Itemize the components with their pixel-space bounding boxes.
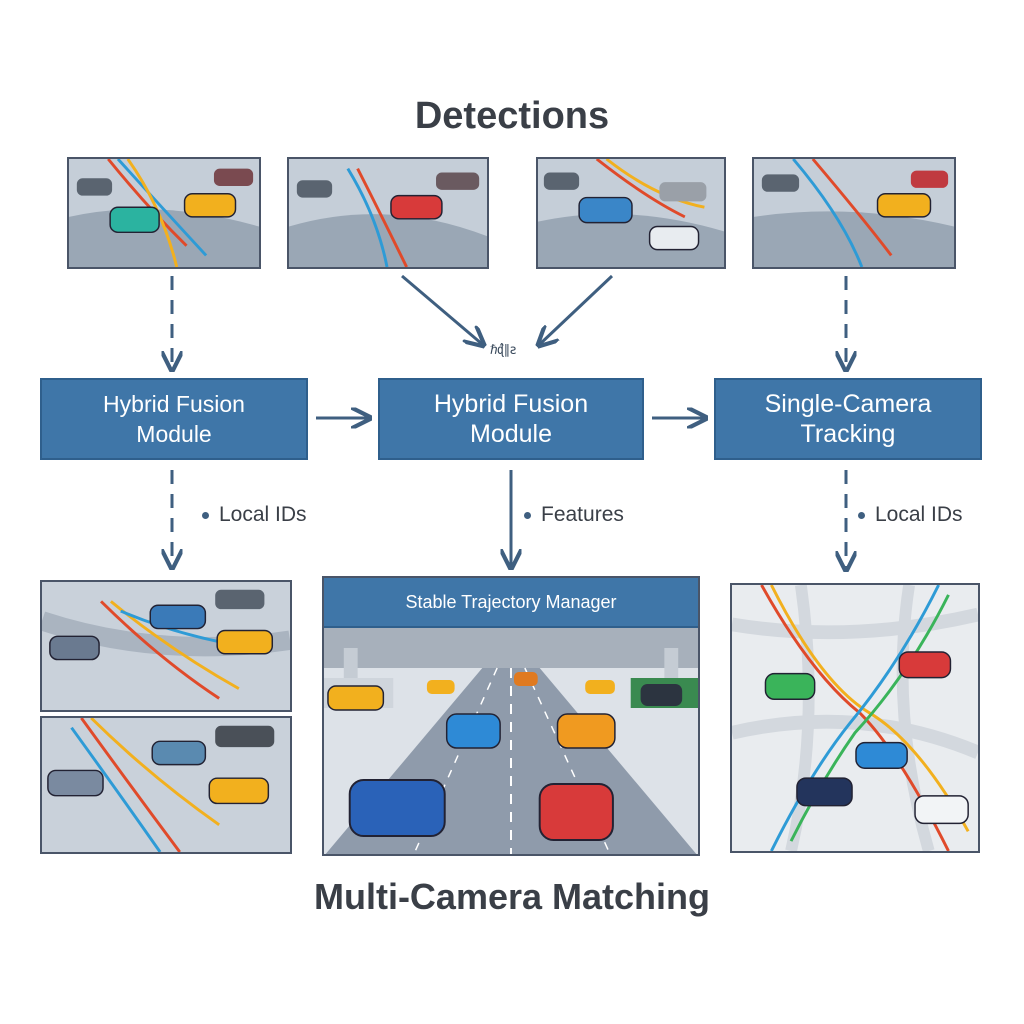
diagram-title: Detections (414, 95, 610, 137)
diagram-footer-title: Multi-Camera Matching (313, 876, 711, 917)
camera-scene-3 (538, 159, 724, 267)
arrow-down-icon (401, 274, 482, 344)
stable-trajectory-manager-panel: Stable Trajectory Manager (322, 576, 700, 856)
convergence-glyph: ℏ̂ɖ∥ƨ (490, 343, 517, 358)
box-right-line2: Tracking (800, 420, 896, 448)
box-left-line2: Module (136, 421, 212, 447)
box-left-line1: Hybrid Fusion (103, 391, 245, 417)
edge-label-right-text: Local IDs (875, 503, 963, 526)
local-track-view-1 (40, 580, 292, 712)
local-track-view-2 (40, 716, 292, 854)
camera-thumbnail-1 (67, 157, 261, 269)
hybrid-fusion-module-left: Hybrid Fusion Module (40, 378, 308, 460)
hybrid-fusion-module-center: Hybrid Fusion Module (378, 378, 644, 460)
bullet-dot-icon (524, 511, 531, 519)
arrow-down-icon (540, 274, 614, 344)
edge-label-left: Local IDs (202, 503, 307, 527)
edge-label-center-text: Features (541, 503, 624, 526)
tunnel-scene-graphic (324, 628, 698, 854)
local-track-scene-1 (42, 582, 290, 710)
tunnel-scene (324, 628, 698, 854)
edge-label-right: Local IDs (858, 503, 963, 527)
camera-scene-4 (754, 159, 954, 267)
box-right-line1: Single-Camera (764, 390, 932, 418)
multi-camera-map-view (730, 583, 980, 853)
camera-thumbnail-3 (536, 157, 726, 269)
box-center-line1: Hybrid Fusion (433, 390, 589, 418)
edge-label-center: Features (524, 503, 624, 527)
camera-thumbnail-4 (752, 157, 956, 269)
camera-thumbnail-2 (287, 157, 489, 269)
camera-scene-2 (289, 159, 487, 267)
bullet-dot-icon (858, 511, 865, 519)
edge-label-left-text: Local IDs (219, 503, 307, 526)
camera-scene-1 (69, 159, 259, 267)
local-track-scene-2 (42, 718, 290, 852)
single-camera-tracking: Single-Camera Tracking (714, 378, 982, 460)
bullet-dot-icon (202, 511, 209, 519)
map-scene (732, 585, 978, 851)
panel-header: Stable Trajectory Manager (324, 578, 698, 628)
box-center-line2: Module (470, 420, 552, 448)
